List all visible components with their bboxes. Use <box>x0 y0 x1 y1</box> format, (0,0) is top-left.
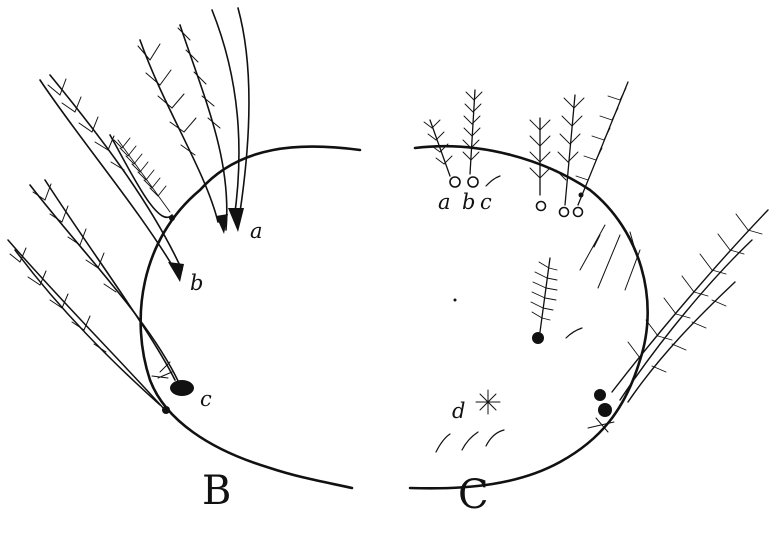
marker-b-arrowhead <box>168 262 184 282</box>
panel-b <box>8 8 360 488</box>
panel-c-label: C <box>458 472 489 518</box>
marker-a-arrowhead <box>228 208 244 232</box>
panel-b-point-c: c <box>200 387 212 411</box>
socket-b <box>468 177 478 187</box>
panel-b-point-a: a <box>250 219 263 243</box>
socket-a <box>450 177 460 187</box>
panel-c <box>410 82 768 488</box>
panel-b-markers <box>162 208 244 414</box>
setae-group-upper <box>140 8 249 230</box>
panel-c-point-c: c <box>480 190 492 214</box>
panel-c-d-burst <box>476 390 500 414</box>
panel-c-point-a: a <box>438 190 451 214</box>
socket-right-2 <box>560 208 569 217</box>
panel-c-dot-small <box>579 193 584 198</box>
panel-c-central-plume <box>531 258 557 332</box>
setae-barbs <box>10 28 220 352</box>
socket-right-3 <box>574 208 583 217</box>
panel-b-label: B <box>202 468 231 514</box>
insertion-dot-lower <box>162 406 170 414</box>
panel-c-top-barbs <box>424 88 626 180</box>
panel-c-base-dot-1 <box>594 389 606 401</box>
panel-c-base-dot-2 <box>598 403 612 417</box>
panel-b-dense-tuft <box>114 138 170 212</box>
marker-c-blob <box>170 380 194 396</box>
panel-c-markers <box>454 193 613 418</box>
panel-c-top-setae <box>430 82 628 205</box>
panel-c-point-d: d <box>452 399 465 423</box>
panel-c-plume-base <box>532 332 544 344</box>
panel-c-side-setae <box>580 225 640 290</box>
insertion-dot-upper <box>169 215 175 221</box>
setae-group-middle <box>30 75 182 385</box>
panel-c-dot-stray <box>454 299 457 302</box>
socket-right-1 <box>537 202 546 211</box>
panel-b-point-b: b <box>190 271 203 295</box>
panel-b-body-outline <box>141 147 360 488</box>
panel-c-point-b: b <box>462 190 475 214</box>
